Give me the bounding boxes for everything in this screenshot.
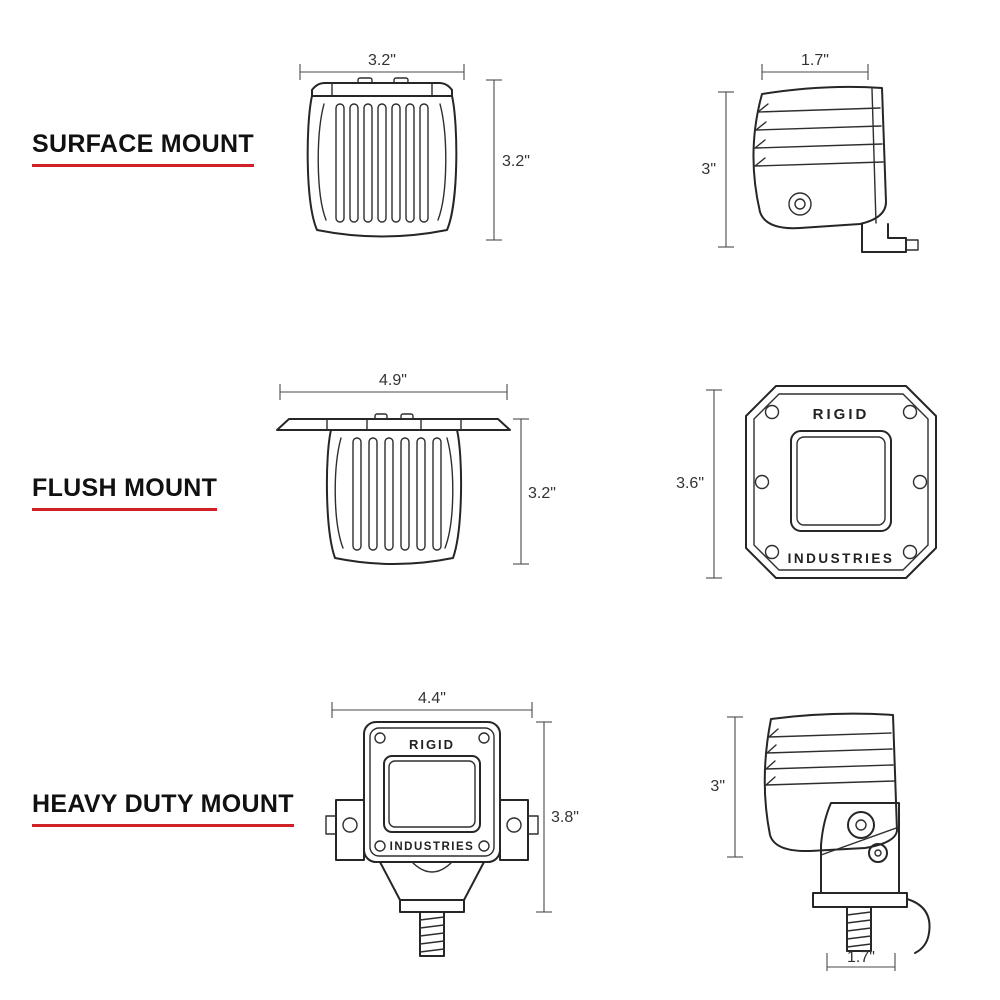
surface-mount-front-drawing: 3.2" <box>262 50 532 260</box>
dim-height-label: 3.2" <box>502 153 530 170</box>
dim-width-label: 1.7" <box>847 949 875 966</box>
dim-height-label: 3" <box>710 778 725 795</box>
dim-width-label: 4.9" <box>379 372 407 389</box>
dimension-width: 4.4" <box>332 690 532 718</box>
light-body <box>364 722 500 862</box>
pivot-bracket <box>813 803 907 907</box>
dim-width-label: 4.4" <box>418 690 446 707</box>
power-wire <box>907 899 930 953</box>
heavy-duty-front-drawing: 4.4" RIGID INDUSTRIES <box>300 690 580 982</box>
dimension-height: 3" <box>701 92 734 247</box>
dim-width-label: 3.2" <box>368 52 396 69</box>
flush-flange <box>277 414 510 430</box>
flush-mount-face-drawing: 3.6" RIGID INDUSTRIES <box>676 372 948 602</box>
brand-industries-text: INDUSTRIES <box>788 551 895 566</box>
light-side-profile <box>765 714 897 851</box>
dim-height-label: 3.6" <box>676 475 704 492</box>
flush-mount-front-drawing: 4.9" <box>255 372 556 597</box>
dimension-height: 3" <box>710 717 743 857</box>
dimension-width: 3.2" <box>300 52 464 80</box>
dimension-width: 4.9" <box>280 372 507 400</box>
heatsink-fins <box>327 430 461 564</box>
flush-plate <box>746 386 936 578</box>
pedestal-and-stud <box>380 862 484 956</box>
dimension-height: 3.6" <box>676 390 722 578</box>
light-top-cap <box>312 78 452 96</box>
lens <box>791 431 891 531</box>
dim-depth-label: 1.7" <box>801 52 829 69</box>
heavy-duty-side-drawing: 3" <box>710 685 945 990</box>
heavy-duty-mount-label: HEAVY DUTY MOUNT <box>32 790 294 827</box>
brand-rigid-text: RIGID <box>409 737 455 752</box>
brand-rigid-text: RIGID <box>813 406 870 423</box>
threaded-stud <box>847 907 871 951</box>
mount-foot <box>862 224 918 252</box>
surface-mount-label: SURFACE MOUNT <box>32 130 254 167</box>
brand-industries-text: INDUSTRIES <box>390 841 475 853</box>
dim-height-label: 3" <box>701 161 716 178</box>
dimension-width: 1.7" <box>827 949 895 971</box>
dimension-depth: 1.7" <box>762 52 868 80</box>
dim-height-label: 3.2" <box>528 485 556 502</box>
flush-mount-label: FLUSH MOUNT <box>32 474 218 511</box>
surface-mount-side-drawing: 1.7" 3" <box>700 52 950 272</box>
dim-height-label: 3.8" <box>551 809 579 826</box>
dimension-height: 3.2" <box>486 80 530 240</box>
dimension-height: 3.2" <box>513 419 556 564</box>
dimension-height: 3.8" <box>536 722 579 912</box>
heatsink-fins <box>308 96 457 237</box>
light-side-profile <box>753 87 886 228</box>
